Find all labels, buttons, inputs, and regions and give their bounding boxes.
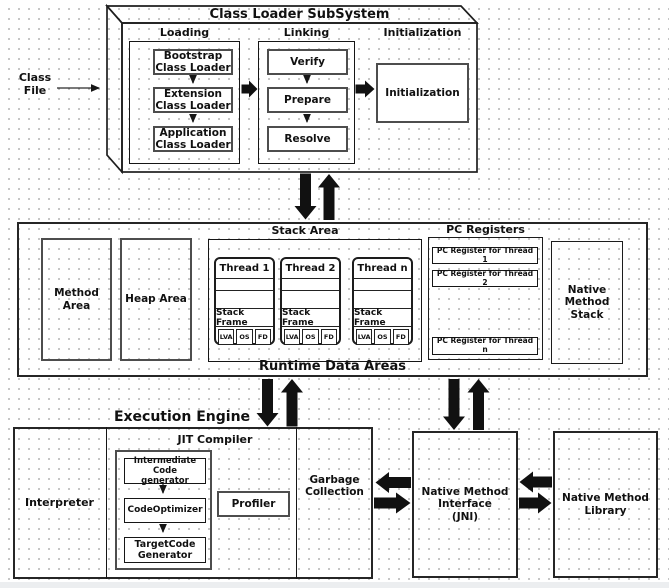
ee-divider [106,427,107,579]
execution-engine-title: Execution Engine [113,408,251,425]
native-method-stack-box: Native Method Stack [551,241,623,364]
garbage-collection-cell: Garbage Collection [305,473,364,498]
stack-frame-label: Stack Frame [282,308,339,328]
initialization-box: Initialization [376,63,469,123]
classloader-to-runtime-down-arrow [294,173,317,220]
execution-to-runtime-up-arrow [281,379,303,427]
os-cell: OS [374,329,391,345]
stack-frame-label: Stack Frame [216,308,273,328]
runtime-data-areas-container [17,222,648,377]
lva-cell: LVA [356,329,373,345]
pc-register-thread-1-box: PC Register for Thread 1 [432,246,538,264]
execution-engine-container [13,427,373,579]
verify-box: Verify [267,49,348,75]
linking-section-label: Linking [283,26,330,40]
lva-cell: LVA [284,329,301,345]
thread-name: Thread 2 [282,259,339,279]
pc-register-thread-2-box: PC Register for Thread 2 [432,269,538,287]
method-area-box: Method Area [41,238,112,361]
heap-area-box: Heap Area [120,238,192,361]
thread-empty-row [216,279,273,291]
jni-to-runtime-up-arrow [467,379,490,430]
loading-section-label: Loading [159,26,210,40]
code-optimizer-box: CodeOptimizer [124,498,206,523]
intermediate-code-generator-box: Intermediate Code generator [124,456,206,486]
runtime-to-execution-down-arrow [256,379,279,427]
fd-cell: FD [320,329,337,345]
profiler-box: Profiler [217,491,290,517]
pc-registers-container [428,237,543,360]
jni-to-gc-left-arrow [375,472,411,493]
stack-area-container [208,239,422,362]
stack-frame-cells: LVA OS FD [354,329,411,345]
loading-to-linking-block-arrow [241,80,258,98]
thread-name: Thread n [354,259,411,279]
jit-compiler-label: JIT Compiler [177,433,253,447]
linking-to-initialization-block-arrow [355,80,375,98]
stack-frame-cells: LVA OS FD [216,329,273,345]
library-to-jni-left-arrow [519,471,552,493]
thread-name: Thread 1 [216,259,273,279]
runtime-to-classloader-up-arrow [318,174,340,220]
thread-empty-row [282,291,339,309]
os-cell: OS [236,329,253,345]
lva-cell: LVA [218,329,235,345]
loading-container [129,41,240,164]
stack-area-label: Stack Area [271,224,339,238]
target-code-generator-box: TargetCode Generator [124,537,206,563]
stack-frame-cells: LVA OS FD [282,329,339,345]
runtime-data-areas-title: Runtime Data Areas [259,359,406,375]
pc-register-thread-n-box: PC Register for Thread n [432,336,538,355]
jni-to-library-right-arrow [519,492,552,514]
fd-cell: FD [392,329,409,345]
resolve-box: Resolve [267,126,348,152]
jit-compiler-container [115,450,212,570]
application-class-loader-box: Application Class Loader [153,126,233,152]
extension-class-loader-box: Extension Class Loader [153,87,233,113]
thread-empty-row [354,291,411,309]
thread-empty-row [216,291,273,309]
classloader-subsystem-title: Class Loader SubSystem [209,6,390,22]
runtime-to-jni-down-arrow [443,379,465,430]
thread-1-box: Thread 1 Stack Frame LVA OS FD [214,257,275,345]
pc-registers-label: PC Registers [446,223,525,237]
bootstrap-class-loader-box: Bootstrap Class Loader [153,49,233,75]
os-cell: OS [302,329,319,345]
gc-to-jni-right-arrow [374,492,411,514]
thread-n-box: Thread n Stack Frame LVA OS FD [352,257,413,345]
slab-left-face [106,3,123,175]
native-method-interface-box: Native Method Interface (JNI) [412,431,518,578]
interpreter-cell: Interpreter [25,495,94,509]
linking-container [258,41,355,164]
initialization-section-label: Initialization [383,26,462,40]
stack-frame-label: Stack Frame [354,308,411,328]
thread-2-box: Thread 2 Stack Frame LVA OS FD [280,257,341,345]
native-method-library-box: Native Method Library [553,431,658,578]
thread-empty-row [282,279,339,291]
prepare-box: Prepare [267,87,348,113]
class-file-label: Class File [18,71,52,97]
window-bottom-edge [0,582,669,588]
thread-empty-row [354,279,411,291]
ee-divider [296,427,297,579]
fd-cell: FD [254,329,271,345]
